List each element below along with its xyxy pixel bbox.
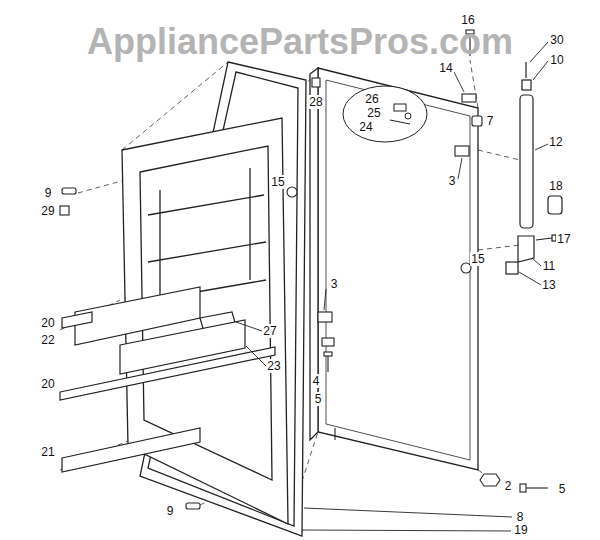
small-parts <box>60 30 548 509</box>
door-handle-shape <box>536 238 552 240</box>
small-parts-shape <box>318 312 332 322</box>
small-parts-shape <box>324 352 332 356</box>
callout-number: 7 <box>486 114 495 128</box>
door-bins-shape <box>60 347 275 400</box>
door-bins-shape <box>62 428 200 472</box>
callout-number: 9 <box>44 186 53 200</box>
door-handle-shape <box>506 262 518 274</box>
callout-number: 19 <box>513 523 528 537</box>
callout-number: 3 <box>330 277 339 291</box>
door-bins <box>60 287 275 472</box>
callout-number: 28 <box>308 95 323 109</box>
explode-lines-shape <box>478 245 520 250</box>
explode-lines-shape <box>78 180 125 193</box>
door-liner-shape <box>148 242 266 262</box>
small-parts-shape <box>312 78 320 87</box>
small-parts-shape <box>327 355 328 372</box>
small-parts-shape <box>322 338 334 346</box>
leader-lines-shape <box>304 508 512 517</box>
callout-number: 18 <box>548 179 563 193</box>
callout-number: 13 <box>541 278 556 292</box>
small-parts-shape <box>462 94 476 102</box>
door-liner-shape <box>249 168 250 280</box>
outer-door-panel <box>310 68 478 470</box>
leader-lines <box>236 42 548 531</box>
watermark: AppliancePartsPros.com <box>87 22 513 62</box>
callout-number: 2 <box>504 479 513 493</box>
callout-number: 9 <box>166 504 175 518</box>
door-liner-shape <box>148 195 264 215</box>
callout-number: 23 <box>266 359 281 373</box>
door-handle-shape <box>548 196 562 214</box>
small-parts-shape <box>520 484 526 492</box>
callout-number: 29 <box>40 204 55 218</box>
callout-number: 15 <box>270 175 285 189</box>
door-handle-shape <box>520 95 533 228</box>
small-parts-shape <box>480 474 500 486</box>
outer-door-panel-shape <box>318 68 478 470</box>
leader-lines-shape <box>533 61 548 80</box>
outer-door-panel-shape <box>326 80 470 460</box>
screw-inset-shape <box>394 104 406 111</box>
callout-number: 10 <box>549 53 564 67</box>
callout-number: 16 <box>460 13 475 27</box>
callout-number: 24 <box>358 120 373 134</box>
small-parts-shape <box>186 503 200 509</box>
leader-lines-shape <box>458 158 462 179</box>
small-parts-shape <box>62 188 76 194</box>
screw-inset-shape <box>405 113 411 119</box>
leader-lines-shape <box>246 346 266 366</box>
callout-number: 30 <box>549 33 564 47</box>
callout-number: 20 <box>40 316 55 330</box>
callout-number: 20 <box>40 377 55 391</box>
callout-number: 4 <box>312 374 321 388</box>
small-parts-shape <box>334 428 335 440</box>
leader-lines-shape <box>519 272 541 285</box>
callout-number: 27 <box>262 324 277 338</box>
door-handle-shape <box>525 62 526 78</box>
small-parts-shape <box>526 487 548 488</box>
callout-number: 3 <box>448 174 457 188</box>
leader-lines-shape <box>454 72 464 92</box>
door-bins-shape <box>62 312 92 328</box>
small-parts-shape <box>60 206 69 215</box>
door-liner-shape <box>159 190 160 300</box>
door-handle <box>506 62 562 274</box>
callout-number: 26 <box>364 92 379 106</box>
leader-lines-shape <box>236 322 262 331</box>
leader-lines-shape <box>532 258 541 266</box>
callout-number: 14 <box>438 61 453 75</box>
callout-number: 12 <box>548 135 563 149</box>
callout-number: 22 <box>40 333 55 347</box>
door-handle-shape <box>518 236 534 262</box>
small-parts-shape <box>287 187 297 197</box>
callout-number: 15 <box>470 252 485 266</box>
callout-number: 11 <box>542 259 556 273</box>
callout-number: 25 <box>366 106 381 120</box>
screw-inset <box>343 86 427 142</box>
leader-lines-shape <box>324 289 326 310</box>
callout-number: 17 <box>556 232 571 246</box>
callout-number: 8 <box>516 510 525 524</box>
small-parts-shape <box>455 146 469 156</box>
callout-number: 5 <box>558 482 567 496</box>
explode-lines-shape <box>478 150 520 160</box>
callout-number: 21 <box>40 445 55 459</box>
door-handle-shape <box>522 80 531 90</box>
leader-lines-shape <box>530 42 548 62</box>
screw-inset-shape <box>390 120 410 124</box>
screw-inset-shape <box>343 86 427 142</box>
callout-number: 5 <box>314 392 323 406</box>
leader-lines-shape <box>302 530 511 531</box>
small-parts-shape <box>472 116 482 126</box>
leader-lines-shape <box>535 144 548 150</box>
